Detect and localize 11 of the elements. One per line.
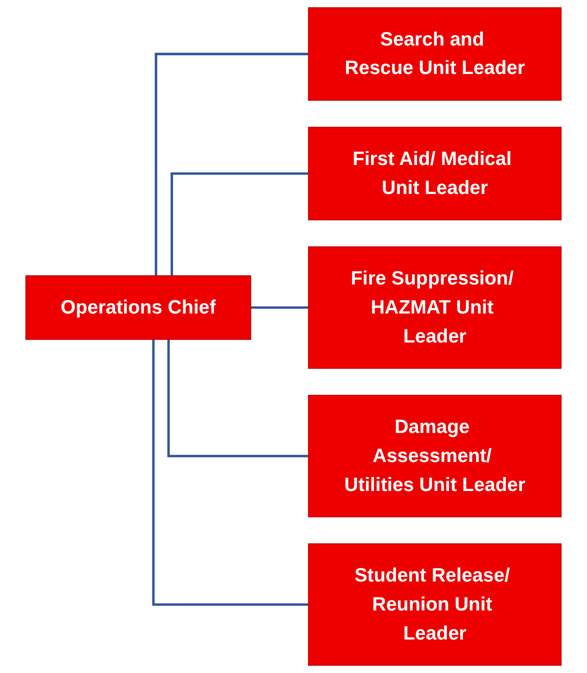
node-box: Student Release/ Reunion Unit Leader [308,543,562,666]
node-box: Operations Chief [25,275,252,340]
connector [154,52,309,276]
connector [170,172,309,276]
node-box: Search and Rescue Unit Leader [308,7,562,101]
node-box: Damage Assessment/ Utilities Unit Leader [308,394,562,518]
node-box: First Aid/ Medical Unit Leader [308,126,562,220]
connector [152,339,309,606]
connector [167,339,309,458]
connector [249,306,309,309]
node-box: Fire Suppression/ HAZMAT Unit Leader [308,246,562,369]
